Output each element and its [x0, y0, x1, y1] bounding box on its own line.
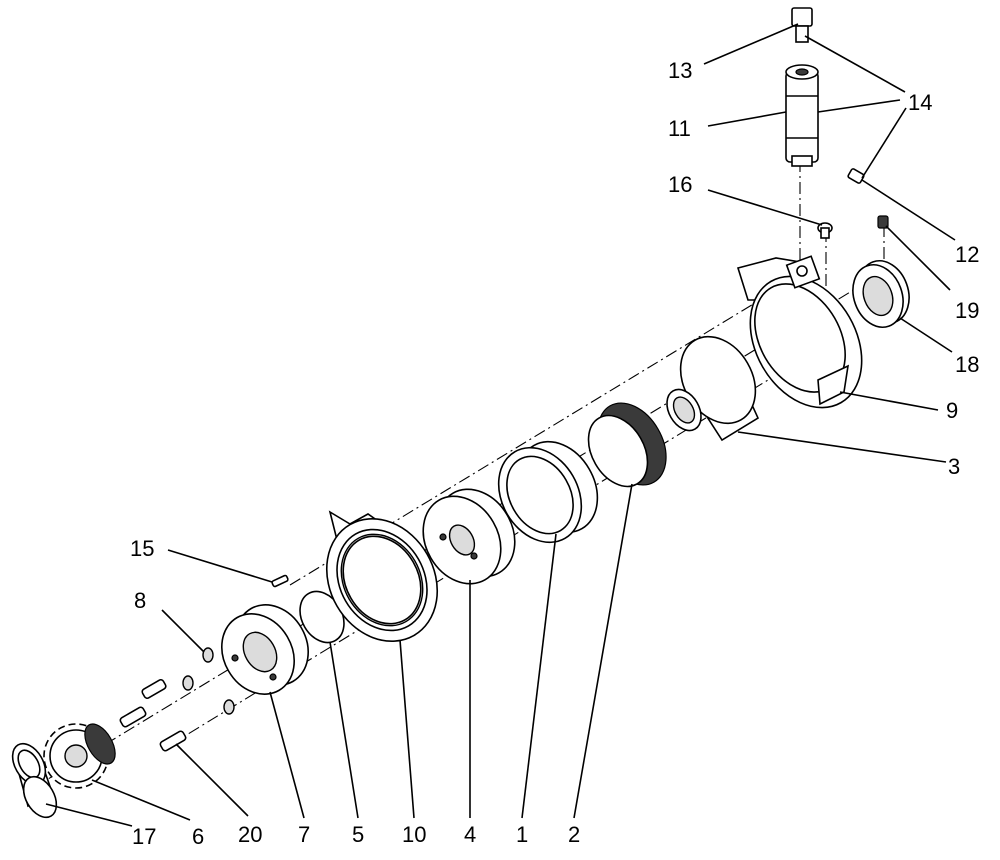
label-3: 3	[948, 454, 960, 479]
label-10: 10	[402, 822, 426, 847]
part-19-setscrew	[877, 215, 889, 229]
part-11-cylinder	[785, 64, 819, 167]
part-4-disc	[422, 488, 516, 585]
part-7-hub	[221, 604, 309, 695]
label-9: 9	[946, 398, 958, 423]
part-1-cage	[497, 440, 599, 544]
part-3-sleeve	[666, 335, 760, 442]
label-18: 18	[955, 352, 979, 377]
part-18-collar	[852, 260, 910, 328]
part-15-pin	[271, 574, 289, 588]
part-12-fitting	[847, 168, 865, 184]
label-2: 2	[568, 822, 580, 847]
assembly-axes	[29, 160, 885, 791]
part-20-bolts	[119, 678, 187, 752]
label-4: 4	[464, 822, 476, 847]
label-19: 19	[955, 298, 979, 323]
part-13-connector	[791, 7, 813, 43]
label-5: 5	[352, 822, 364, 847]
label-1: 1	[516, 822, 528, 847]
part-9-housing	[736, 255, 863, 409]
callout-labels: 13 14 11 16 12 19 18 9 3 15 8 17 6 20 7 …	[130, 58, 979, 849]
label-8: 8	[134, 588, 146, 613]
leader-lines	[45, 23, 956, 827]
label-16: 16	[668, 172, 692, 197]
part-8-nuts	[182, 647, 235, 715]
part-6-sprocket	[43, 723, 116, 789]
label-17: 17	[132, 824, 156, 849]
part-2-band	[587, 402, 667, 488]
part-10-flange	[325, 510, 439, 643]
label-7: 7	[298, 822, 310, 847]
label-14: 14	[908, 90, 932, 115]
label-6: 6	[192, 824, 204, 849]
label-15: 15	[130, 536, 154, 561]
label-13: 13	[668, 58, 692, 83]
label-20: 20	[238, 822, 262, 847]
label-12: 12	[955, 242, 979, 267]
part-17-bushing	[11, 742, 58, 819]
label-11: 11	[668, 116, 691, 141]
